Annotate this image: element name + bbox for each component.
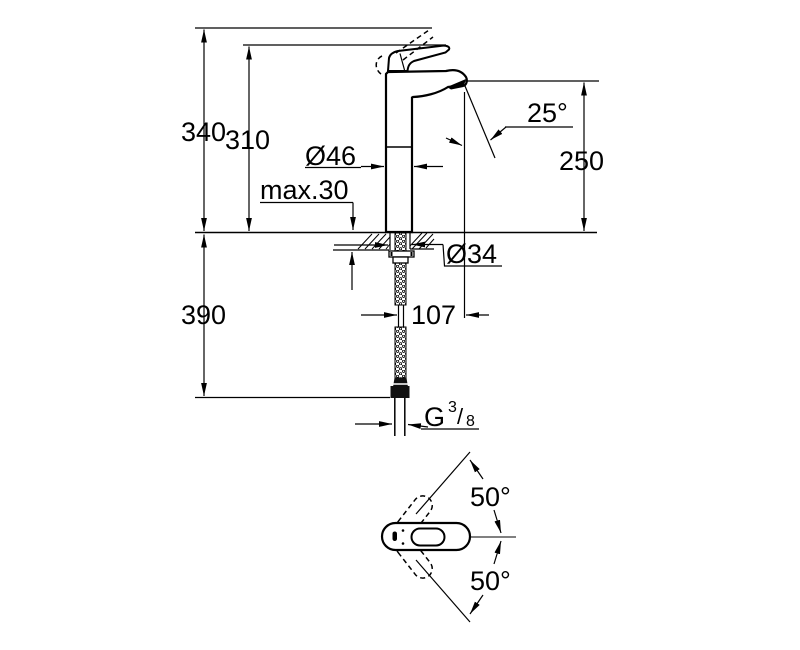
hose-length-label: 390 — [181, 300, 226, 330]
plan-dot-bottom — [401, 542, 405, 545]
hatching-left — [357, 233, 391, 250]
dimension-lever-height: 310 — [225, 46, 270, 231]
spout-height-label: 250 — [559, 146, 604, 176]
deck-section — [333, 232, 435, 251]
dimension-spout-height: 250 — [465, 80, 604, 231]
lever-handle — [386, 44, 451, 72]
stream-angle-annotation: 25° — [445, 85, 573, 318]
angle-leader-arrow — [490, 126, 507, 141]
swivel-angle-up-annotation: 50° — [469, 459, 511, 534]
cartridge-mark — [392, 531, 397, 541]
body-diameter-label: Ø46 — [305, 141, 356, 171]
top-view: 50° 50° — [380, 451, 516, 623]
dimension-spout-reach: 107 — [361, 300, 489, 330]
max-deck-thickness-label: max.30 — [260, 175, 349, 205]
swivel-up-arrow-to-centerline — [493, 509, 502, 534]
hole-diameter-label: Ø34 — [446, 239, 497, 269]
swivel-angle-down-label: 50° — [470, 566, 511, 596]
plan-dot-top — [401, 529, 405, 532]
stream-angle-label: 25° — [527, 98, 568, 128]
dimension-hose-length: 390 — [181, 234, 390, 399]
hose-fitting-nut — [390, 386, 410, 398]
thread-callout: G 3 / 8 — [355, 399, 479, 432]
mounting-washer — [388, 250, 415, 258]
swivel-angle-down-annotation: 50° — [469, 540, 511, 615]
front-view: 340 310 — [181, 27, 604, 436]
dimension-body-diameter: Ø46 — [305, 141, 443, 171]
flex-hose-braid — [394, 326, 407, 379]
raised-lever-dashed-bottom — [402, 36, 434, 61]
spout-reach-label: 107 — [411, 300, 456, 330]
swivel-ray-down — [415, 559, 471, 623]
lever-detail-line — [399, 53, 406, 71]
faucet-body — [375, 29, 468, 234]
hole-diameter-leader — [442, 244, 502, 267]
hose-assembly — [388, 232, 415, 436]
swivel-ray-up — [415, 451, 471, 515]
hatching-right — [409, 232, 435, 250]
lever-height-label: 310 — [225, 125, 270, 155]
stream-angle-line — [464, 85, 496, 159]
threaded-shank — [394, 232, 407, 306]
dimension-hole-diameter: Ø34 — [334, 239, 502, 269]
raised-lever-pivot-dashed — [375, 55, 383, 75]
aerator-icon — [447, 79, 466, 90]
swivel-down-arrow-to-ray — [469, 594, 484, 615]
angle-arc-arrow-left — [445, 137, 463, 147]
dimension-max-deck-thickness: max.30 — [260, 175, 356, 290]
faucet-body-outline — [384, 68, 468, 234]
mounting-nut — [392, 256, 409, 264]
swivel-angle-up-label: 50° — [470, 482, 511, 512]
swivel-down-arrow-to-centerline — [493, 540, 502, 565]
dimension-overall-height: 340 — [181, 29, 226, 231]
thread-arrow-right — [407, 423, 429, 429]
handle-swivel-down-dashed — [395, 536, 433, 579]
thread-size-label: G 3 / 8 — [424, 399, 475, 432]
raised-lever-dashed-top — [395, 29, 430, 54]
swivel-up-arrow-to-ray — [469, 459, 484, 480]
handle-plan-outline — [410, 527, 446, 547]
overall-height-label: 340 — [181, 117, 226, 147]
